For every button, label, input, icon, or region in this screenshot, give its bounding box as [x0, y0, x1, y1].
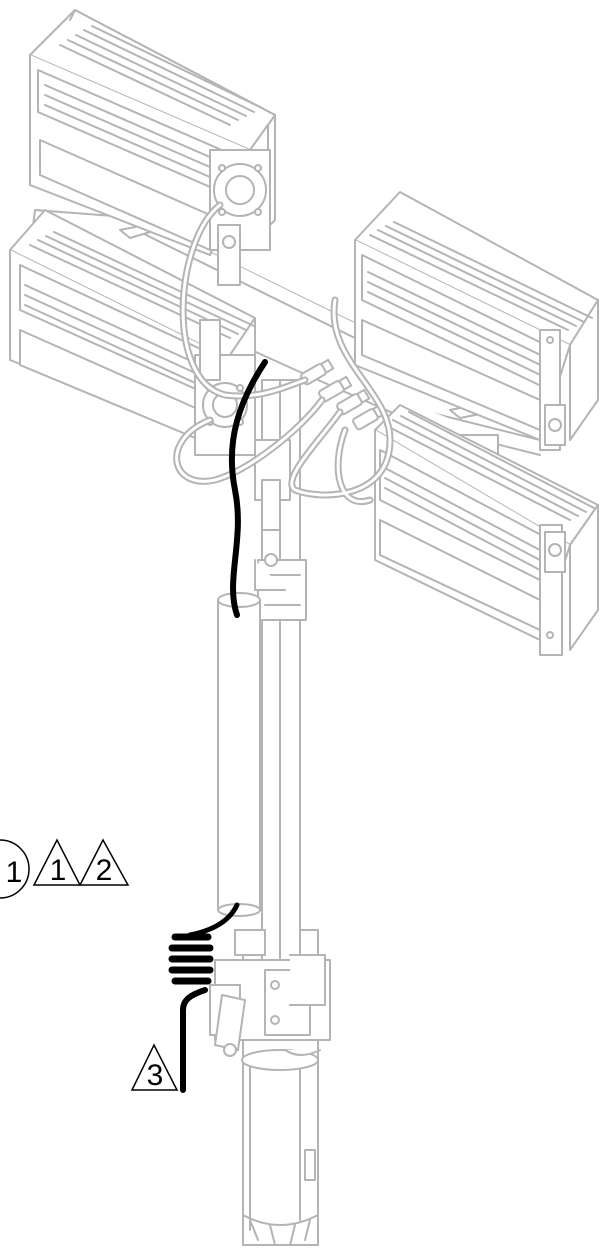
lamp-mount-bracket	[217, 224, 241, 286]
warning-triangle-1	[32, 838, 82, 886]
warning-number-1: 1	[50, 854, 67, 887]
cable-conduit	[217, 592, 261, 917]
lamp-mid-right	[374, 404, 599, 656]
lamp-mid-left	[9, 209, 256, 456]
callout-group-top: 1 1 2	[0, 838, 130, 899]
lamp-cables	[173, 201, 394, 506]
warning-number-3: 3	[147, 1059, 164, 1092]
callout-group-bottom: 3	[130, 1043, 179, 1092]
warning-number-2: 2	[96, 854, 113, 887]
lamp-top-left	[29, 9, 276, 286]
clamp-lever	[214, 994, 246, 1051]
step-number: 1	[6, 856, 23, 889]
lamp-top-right	[354, 191, 599, 451]
warning-triangle-3	[130, 1043, 179, 1091]
lamp-mount-bracket	[199, 319, 221, 381]
warning-triangle-2	[78, 838, 130, 886]
step-circle	[0, 839, 30, 899]
mast-collar-clamp	[209, 929, 331, 1057]
main-power-cable	[168, 359, 268, 1093]
